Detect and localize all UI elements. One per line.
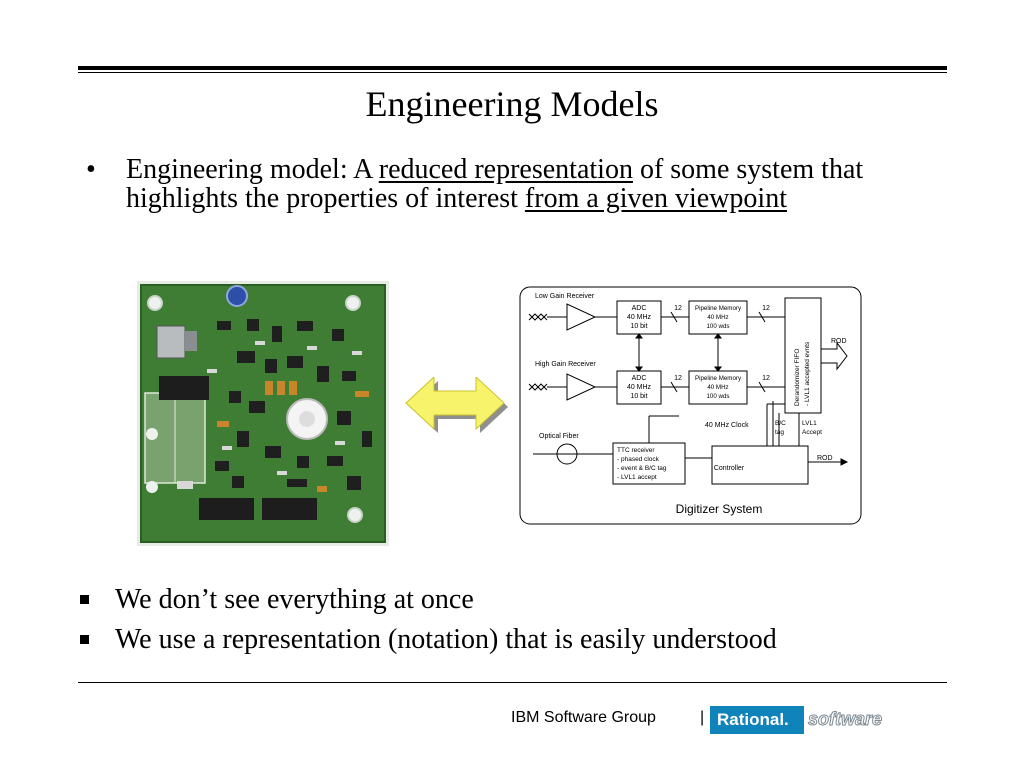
lvl1-line1: LVL1 <box>802 420 817 427</box>
adc2-line1: ADC <box>632 375 647 382</box>
top-rule-thick <box>78 66 947 70</box>
bullet-text: Engineering model: A reduced representat… <box>126 155 886 213</box>
pipe1-line3: 100 wds <box>706 323 729 330</box>
adc1-line3: 10 bit <box>630 323 647 330</box>
fifo-line1: Derandomizer FIFO <box>794 349 801 406</box>
clock-label: 40 MHz Clock <box>705 422 749 429</box>
ttc-line3: - event & B/C tag <box>617 465 667 472</box>
digitizer-block-diagram: Low Gain Receiver High Gain Receiver ADC <box>519 286 862 525</box>
rational-logo-text: Rational. <box>717 710 789 729</box>
bottom-rule <box>78 682 947 683</box>
pipe2-line1: Pipeline Memory <box>695 375 742 382</box>
fifo-line2: - LVL1 accepted evnts <box>804 341 811 406</box>
bus-width-3: 12 <box>762 305 770 312</box>
label-high-gain: High Gain Receiver <box>535 361 596 368</box>
bullet-prefix: Engineering model: A <box>126 154 379 185</box>
bus-width-1: 12 <box>674 305 682 312</box>
bullet-dot: • <box>86 154 96 185</box>
slide-title: Engineering Models <box>365 84 659 124</box>
adc1-line1: ADC <box>632 305 647 312</box>
pipe2-line3: 100 wds <box>706 393 729 400</box>
term-reduced-representation: reduced representation <box>378 154 633 185</box>
term-from-viewpoint: from a given viewpoint <box>524 183 787 214</box>
controller-label: Controller <box>714 465 745 472</box>
adc2-line2: 40 MHz <box>627 384 652 391</box>
square-bullet-icon <box>80 595 89 604</box>
label-low-gain: Low Gain Receiver <box>535 293 595 300</box>
optical-fiber-label: Optical Fiber <box>539 433 579 440</box>
footer-group: IBM Software Group <box>511 709 656 726</box>
adc1-line2: 40 MHz <box>627 314 652 321</box>
bc-tag-line2: tag <box>775 429 784 436</box>
subpoint-text: We don’t see everything at once <box>115 584 474 615</box>
ttc-line4: - LVL1 accept <box>617 474 657 481</box>
bus-width-2: 12 <box>674 375 682 382</box>
rational-logo: Rational. <box>710 706 804 734</box>
bullet-middle: of some system that highlights the prope… <box>126 154 864 214</box>
rod-top: ROD <box>831 338 847 345</box>
circuit-board-photo <box>137 281 389 546</box>
top-rule-thin <box>78 72 947 73</box>
subpoint-text: We use a representation (notation) that … <box>115 624 777 655</box>
bc-tag-line1: B/C <box>775 420 786 427</box>
double-arrow-icon <box>405 377 508 433</box>
pipe2-line2: 40 MHz <box>707 384 728 391</box>
square-bullet-icon <box>80 635 89 644</box>
footer-separator: | <box>700 709 705 726</box>
ttc-line2: - phased clock <box>617 456 660 463</box>
system-label: Digitizer System <box>676 502 763 516</box>
pipe1-line2: 40 MHz <box>707 314 728 321</box>
pipe1-line1: Pipeline Memory <box>695 305 742 312</box>
bus-width-4: 12 <box>762 375 770 382</box>
software-logo-text: software <box>807 709 883 730</box>
lvl1-line2: Accept <box>802 429 822 436</box>
rod-bottom: ROD <box>817 455 833 462</box>
ttc-line1: TTC receiver <box>617 447 655 454</box>
adc2-line3: 10 bit <box>630 393 647 400</box>
